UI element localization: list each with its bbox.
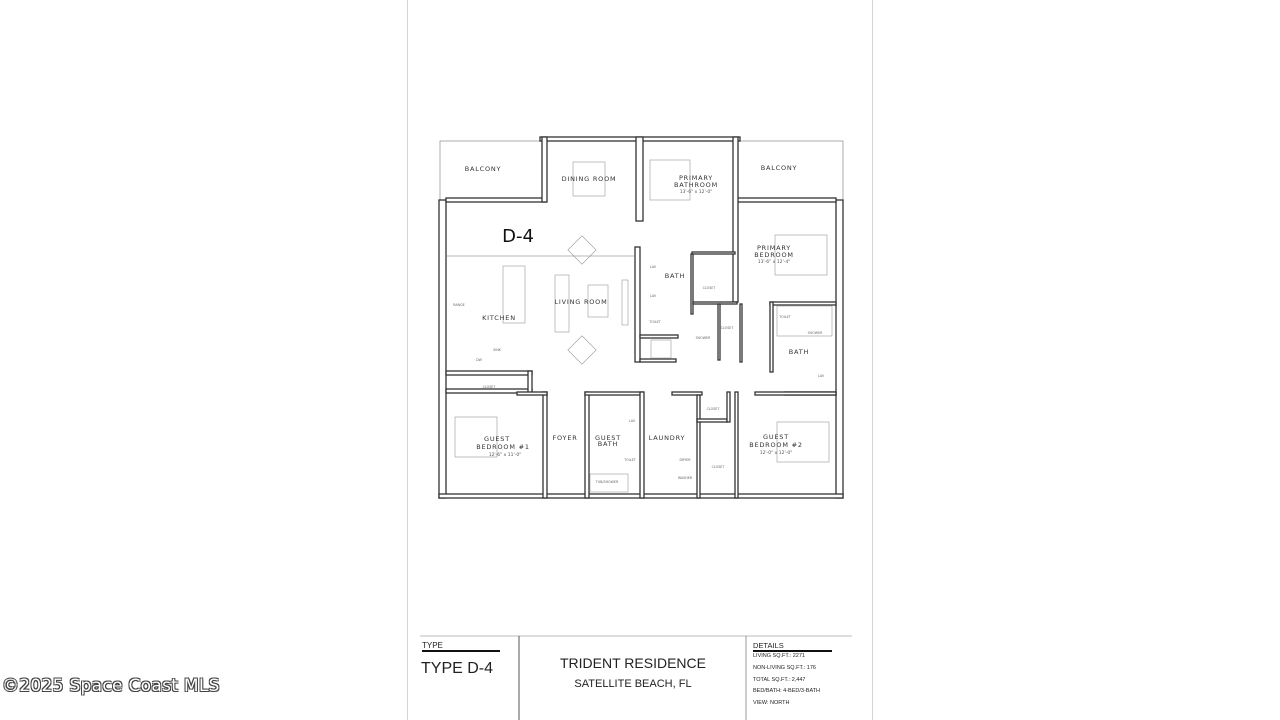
- room-label-guest-bedroom-1b: BEDROOM #1: [476, 443, 530, 451]
- fixture-label-tub-shower: TUB/SHOWER: [595, 480, 619, 484]
- room-dim-primary-bathroom: 13'-6" x 12'-0": [680, 189, 713, 195]
- room-label-primary-bathroom-1: PRIMARY: [679, 174, 713, 182]
- project-name: TRIDENT RESIDENCE: [560, 655, 706, 671]
- room-label-guest-bedroom-2b: BEDROOM #2: [749, 441, 803, 449]
- fixture-label-washer: WASHER: [678, 476, 693, 480]
- room-label-living-room: LIVING ROOM: [554, 298, 607, 306]
- type-value: TYPE D-4: [421, 660, 494, 677]
- fixture-label-lav: LAV: [650, 265, 657, 269]
- fixture-label-range: RANGE: [453, 303, 465, 307]
- room-dim-guest-bedroom-2: 12'-0" x 12'-0": [760, 450, 793, 456]
- room-label-primary-bathroom-2: BATHROOM: [674, 181, 718, 189]
- room-label-kitchen: KITCHEN: [482, 314, 516, 322]
- detail-view: VIEW: NORTH: [753, 700, 790, 706]
- room-label-guest-bedroom-2a: GUEST: [763, 433, 789, 441]
- details-heading: DETAILS: [753, 641, 784, 650]
- fixture-label-shower: SHOWER: [696, 336, 712, 340]
- fixture-label-lav: LAV: [650, 294, 657, 298]
- fixture-label-closet: CLOSET: [707, 407, 721, 411]
- project-location: SATELLITE BEACH, FL: [574, 678, 692, 690]
- room-label-foyer: FOYER: [552, 434, 577, 442]
- unit-tag: D-4: [502, 226, 534, 247]
- detail-bed-bath: BED/BATH: 4-BED/3-BATH: [753, 688, 821, 694]
- detail-non-living-sqft: NON-LIVING SQ.FT.: 176: [753, 665, 816, 671]
- fixture-label-toilet: TOILET: [778, 315, 792, 319]
- room-label-balcony-right: BALCONY: [761, 164, 798, 172]
- room-label-primary-bedroom-1: PRIMARY: [757, 244, 791, 252]
- room-dim-guest-bedroom-1: 12'-6" x 11'-0": [489, 452, 522, 458]
- fixture-label-dryer: DRYER: [679, 458, 691, 462]
- room-label-guest-bedroom-1a: GUEST: [484, 435, 510, 443]
- fixture-label-shower: SHOWER: [808, 331, 824, 335]
- room-dim-primary-bedroom: 13'-6" x 12'-4": [758, 259, 791, 265]
- fixture-label-closet: CLOSET: [712, 465, 726, 469]
- furniture: [446, 159, 833, 493]
- room-label-dining-room: DINING ROOM: [562, 175, 617, 183]
- room-label-balcony-left: BALCONY: [465, 165, 502, 173]
- fixture-label-lav: LAV: [629, 419, 636, 423]
- fixture-label-closet: CLOSET: [483, 385, 497, 389]
- detail-total-sqft: TOTAL SQ.FT.: 2,447: [753, 677, 806, 683]
- document-sheet: [407, 0, 873, 720]
- walls: [438, 136, 844, 499]
- watermark: ©2025 Space Coast MLS: [2, 676, 220, 696]
- room-label-primary-bedroom-2: BEDROOM: [754, 251, 794, 259]
- room-label-guest-bath-b: BATH: [598, 440, 618, 448]
- fixture-label-dw: DW: [476, 358, 483, 362]
- title-block-lines: [420, 635, 852, 720]
- fixture-label-toilet: TOILET: [648, 320, 662, 324]
- room-label-laundry: LAUNDRY: [649, 434, 686, 442]
- fixture-label-lav: LAV: [818, 374, 825, 378]
- detail-living-sqft: LIVING SQ.FT.: 2271: [753, 653, 805, 659]
- fixture-label-closet: CLOSET: [703, 286, 717, 290]
- type-heading: TYPE: [422, 641, 443, 650]
- room-label-bath-right: BATH: [789, 348, 809, 356]
- fixture-label-closet: CLOSET: [721, 326, 735, 330]
- fixture-label-sink: SINK: [493, 348, 502, 352]
- fixture-label-toilet: TOILET: [623, 458, 637, 462]
- room-label-guest-bath-a: GUEST: [595, 434, 621, 442]
- room-label-bath-center: BATH: [665, 272, 685, 280]
